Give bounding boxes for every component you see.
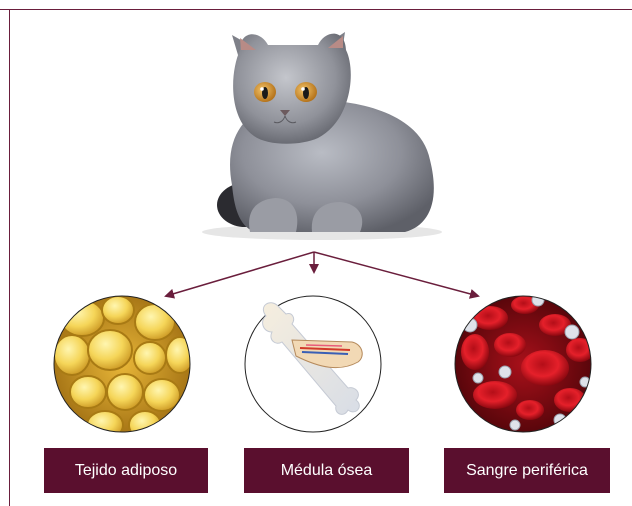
fat-cells-icon [54, 296, 194, 439]
bone-marrow-icon [245, 296, 381, 432]
label-text: Médula ósea [281, 462, 373, 480]
label-tejido-adiposo: Tejido adiposo [44, 448, 208, 493]
label-sangre-periferica: Sangre periférica [444, 448, 610, 493]
cat-illustration [202, 32, 442, 240]
label-medula-osea: Médula ósea [244, 448, 409, 493]
label-text: Tejido adiposo [75, 462, 177, 480]
label-text: Sangre periférica [466, 462, 588, 480]
blood-cells-icon [455, 294, 594, 432]
connector-arrows [166, 252, 478, 296]
